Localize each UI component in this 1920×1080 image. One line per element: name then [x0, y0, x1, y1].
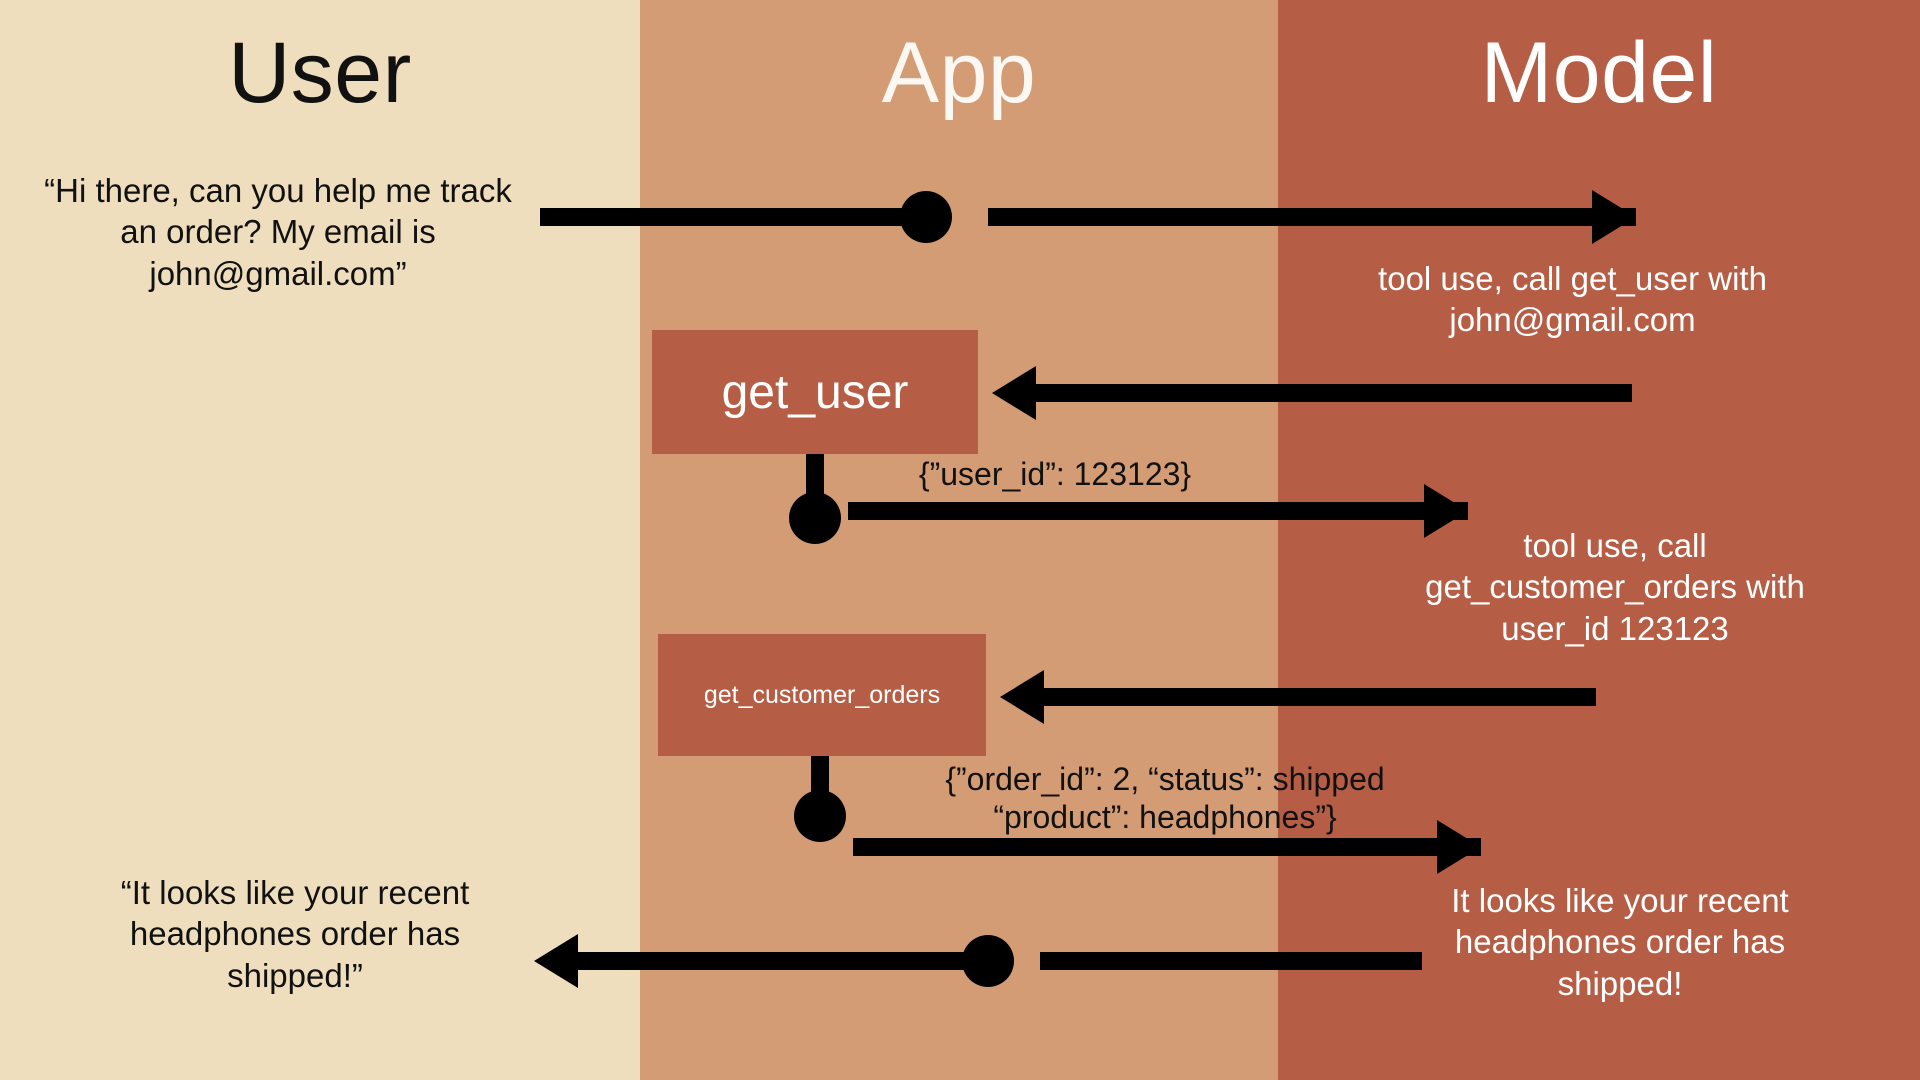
tool-box-get-customer-orders-label: get_customer_orders [703, 680, 941, 709]
arrow-head-right-3 [1437, 820, 1481, 874]
lane-app-background [640, 0, 1278, 1080]
user-request-message: “Hi there, can you help me track an orde… [44, 172, 512, 292]
arrow-head-right-2 [1424, 484, 1468, 538]
lane-title-app: App [881, 25, 1037, 121]
payload-user-id: {”user_id”: 123123} [918, 456, 1192, 492]
tool-box-get-user-label: get_user [721, 365, 909, 419]
connector-model-to-app-1 [1036, 384, 1632, 402]
app-node-dot-4 [962, 935, 1014, 987]
tool-box-get-customer-orders[interactable]: get_customer_orders [658, 634, 986, 756]
connector-user-to-app-1 [540, 208, 928, 226]
lane-user-background [0, 0, 640, 1080]
arrow-head-right-1 [1592, 190, 1636, 244]
connector-app-to-model-1 [988, 208, 1636, 226]
connector-app-to-model-2 [848, 502, 1468, 520]
app-node-dot-2 [789, 492, 841, 544]
connector-model-to-app-3 [1040, 952, 1422, 970]
app-node-dot-3 [794, 790, 846, 842]
user-final-message: “It looks like your recent headphones or… [120, 874, 470, 994]
arrow-head-left-1 [992, 366, 1036, 420]
app-node-dot-1 [900, 191, 952, 243]
arrow-head-left-2 [1000, 670, 1044, 724]
connector-app-to-user-1 [578, 952, 966, 970]
connector-app-to-model-3 [853, 838, 1481, 856]
tool-box-get-user[interactable]: get_user [652, 330, 978, 454]
connector-model-to-app-2 [1044, 688, 1596, 706]
model-final-message: It looks like your recent headphones ord… [1451, 882, 1789, 1002]
model-tool-call-1-message: tool use, call get_user with john@gmail.… [1378, 260, 1767, 339]
arrow-head-left-3 [534, 934, 578, 988]
lane-title-model: Model [1480, 25, 1718, 121]
payload-order-result: {”order_id”: 2, “status”: shipped “produ… [945, 761, 1385, 836]
lane-title-user: User [228, 25, 412, 121]
lane-model-background [1278, 0, 1920, 1080]
model-tool-call-2-message: tool use, call get_customer_orders with … [1425, 527, 1805, 647]
